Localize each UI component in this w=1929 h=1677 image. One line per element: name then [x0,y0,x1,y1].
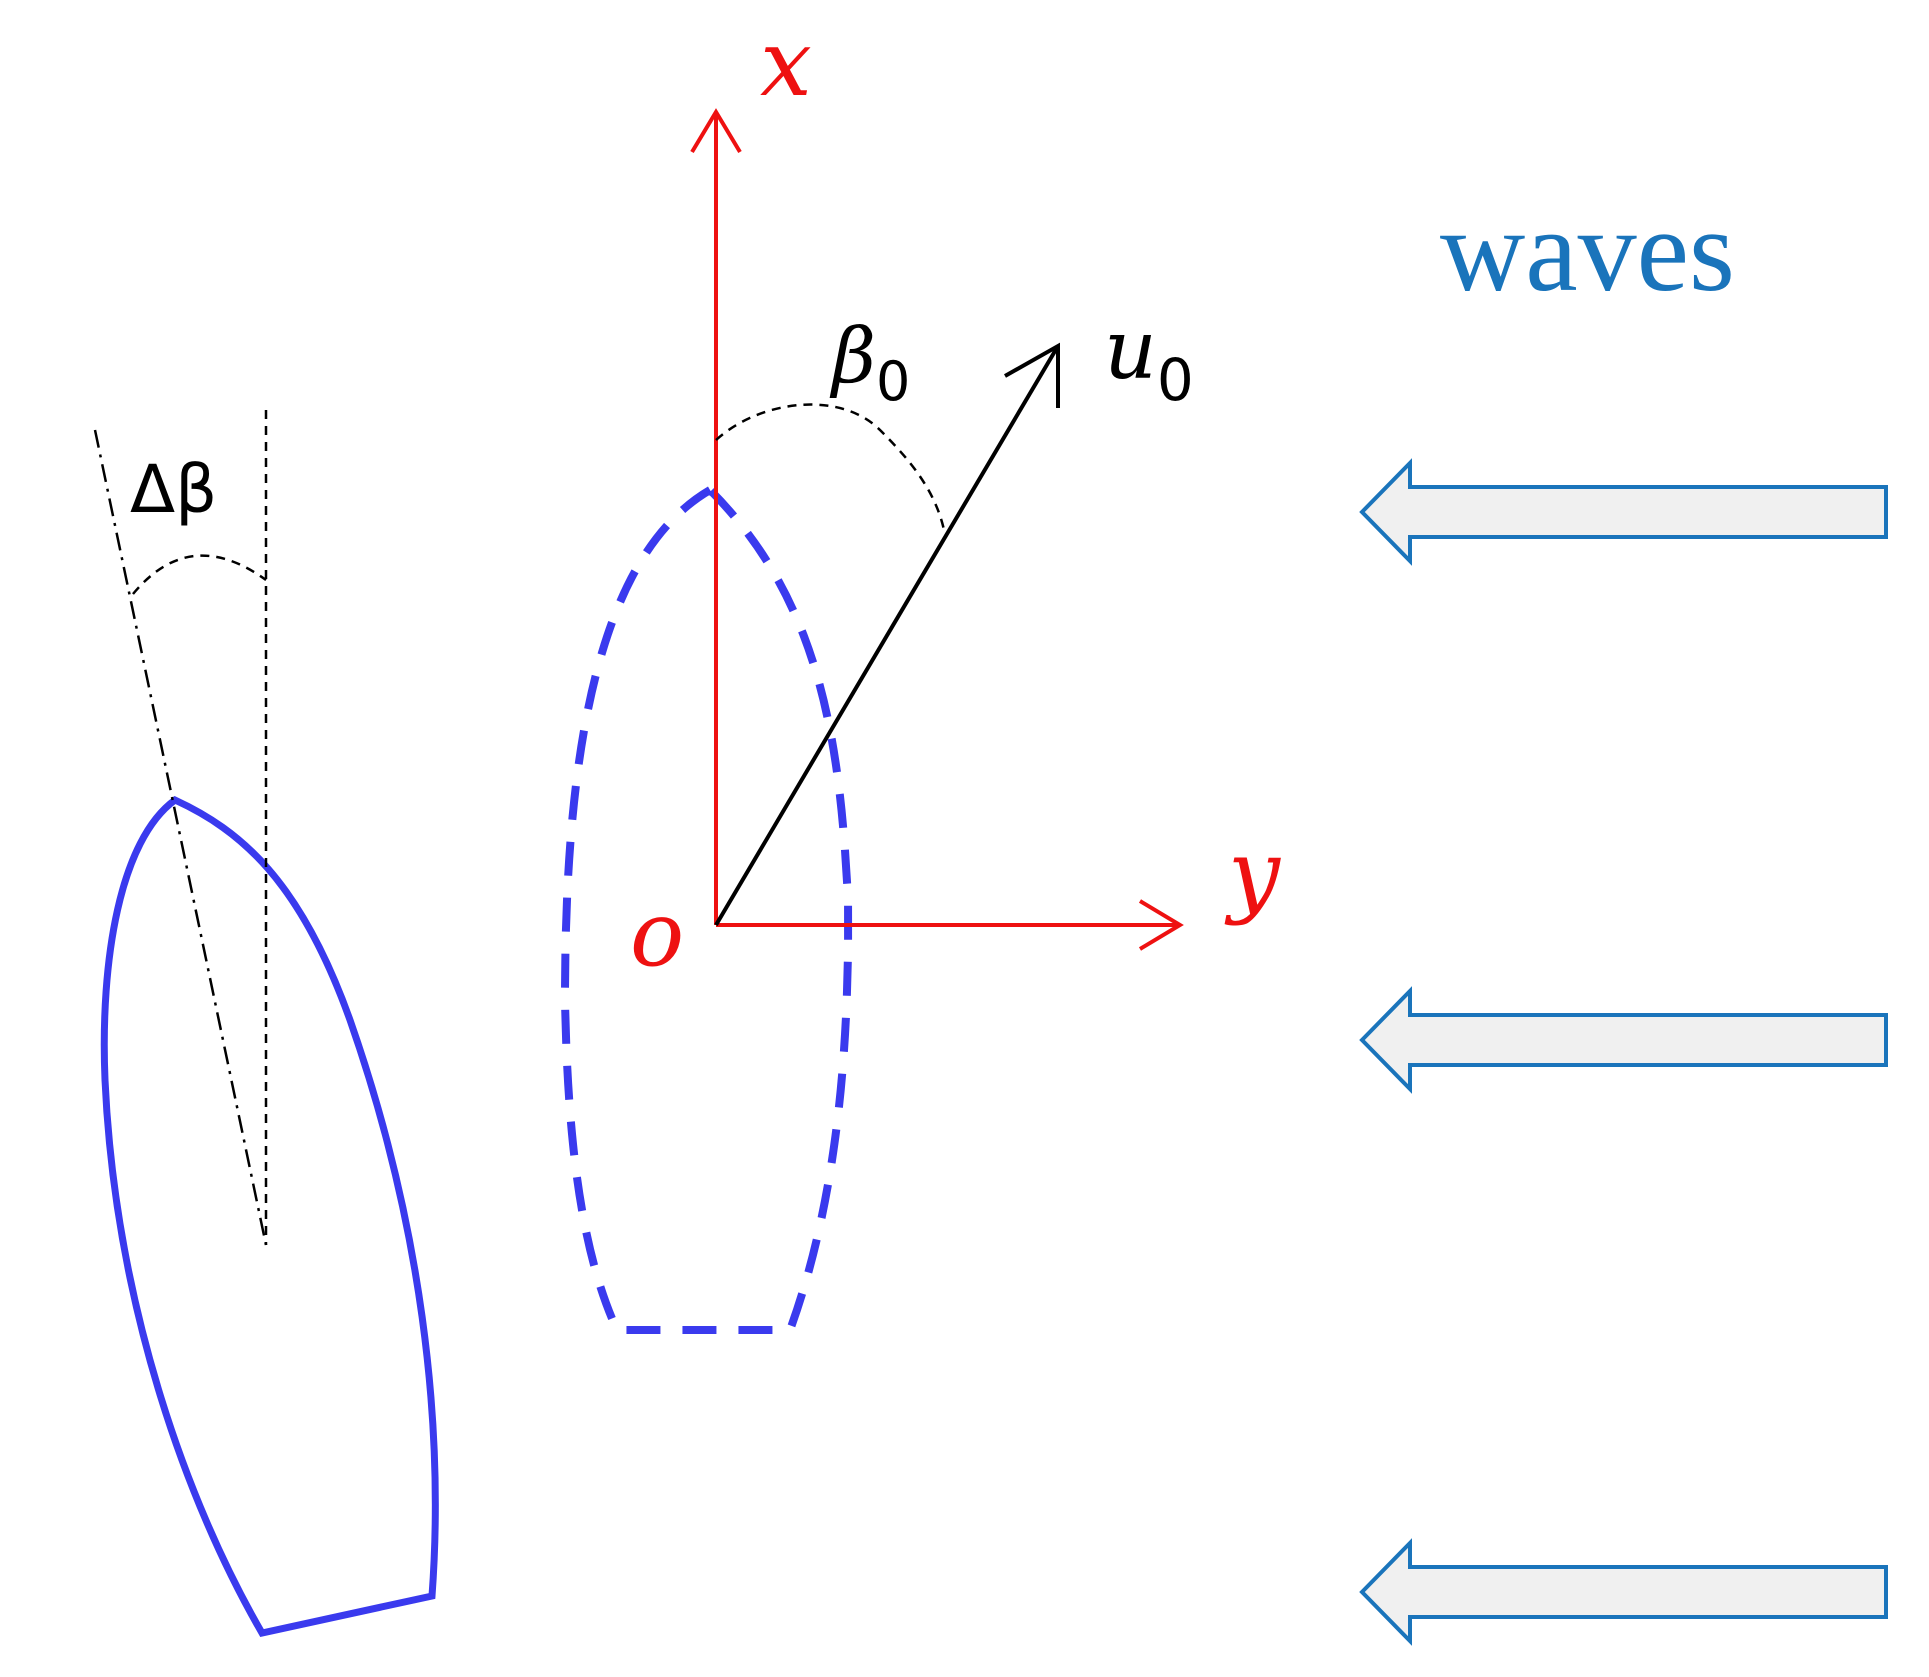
waves-label: waves [1440,185,1735,316]
beta0-subscript: 0 [876,350,910,413]
wave-arrow-2 [1359,986,1888,1094]
velocity-subscript: 0 [1157,346,1194,414]
delta-beta-label: Δβ [130,451,217,528]
wave-arrow-3 [1359,1538,1888,1646]
tilted-hull-outline [100,795,439,1637]
wave-arrow-1 [1359,458,1888,566]
velocity-arrowhead [1004,342,1060,408]
velocity-symbol: u [1104,303,1157,398]
x-axis-label: x [760,10,812,117]
beta0-label: β0 [829,311,910,413]
beta0-symbol: β [829,311,876,400]
original-hull-dashed [560,484,853,1334]
origin-label: o [630,882,684,987]
beta0-arc [715,403,946,531]
delta-beta-arc [132,554,267,595]
velocity-vector [714,344,1060,927]
velocity-label: u0 [1104,303,1194,414]
y-axis-label: y [1224,820,1281,927]
